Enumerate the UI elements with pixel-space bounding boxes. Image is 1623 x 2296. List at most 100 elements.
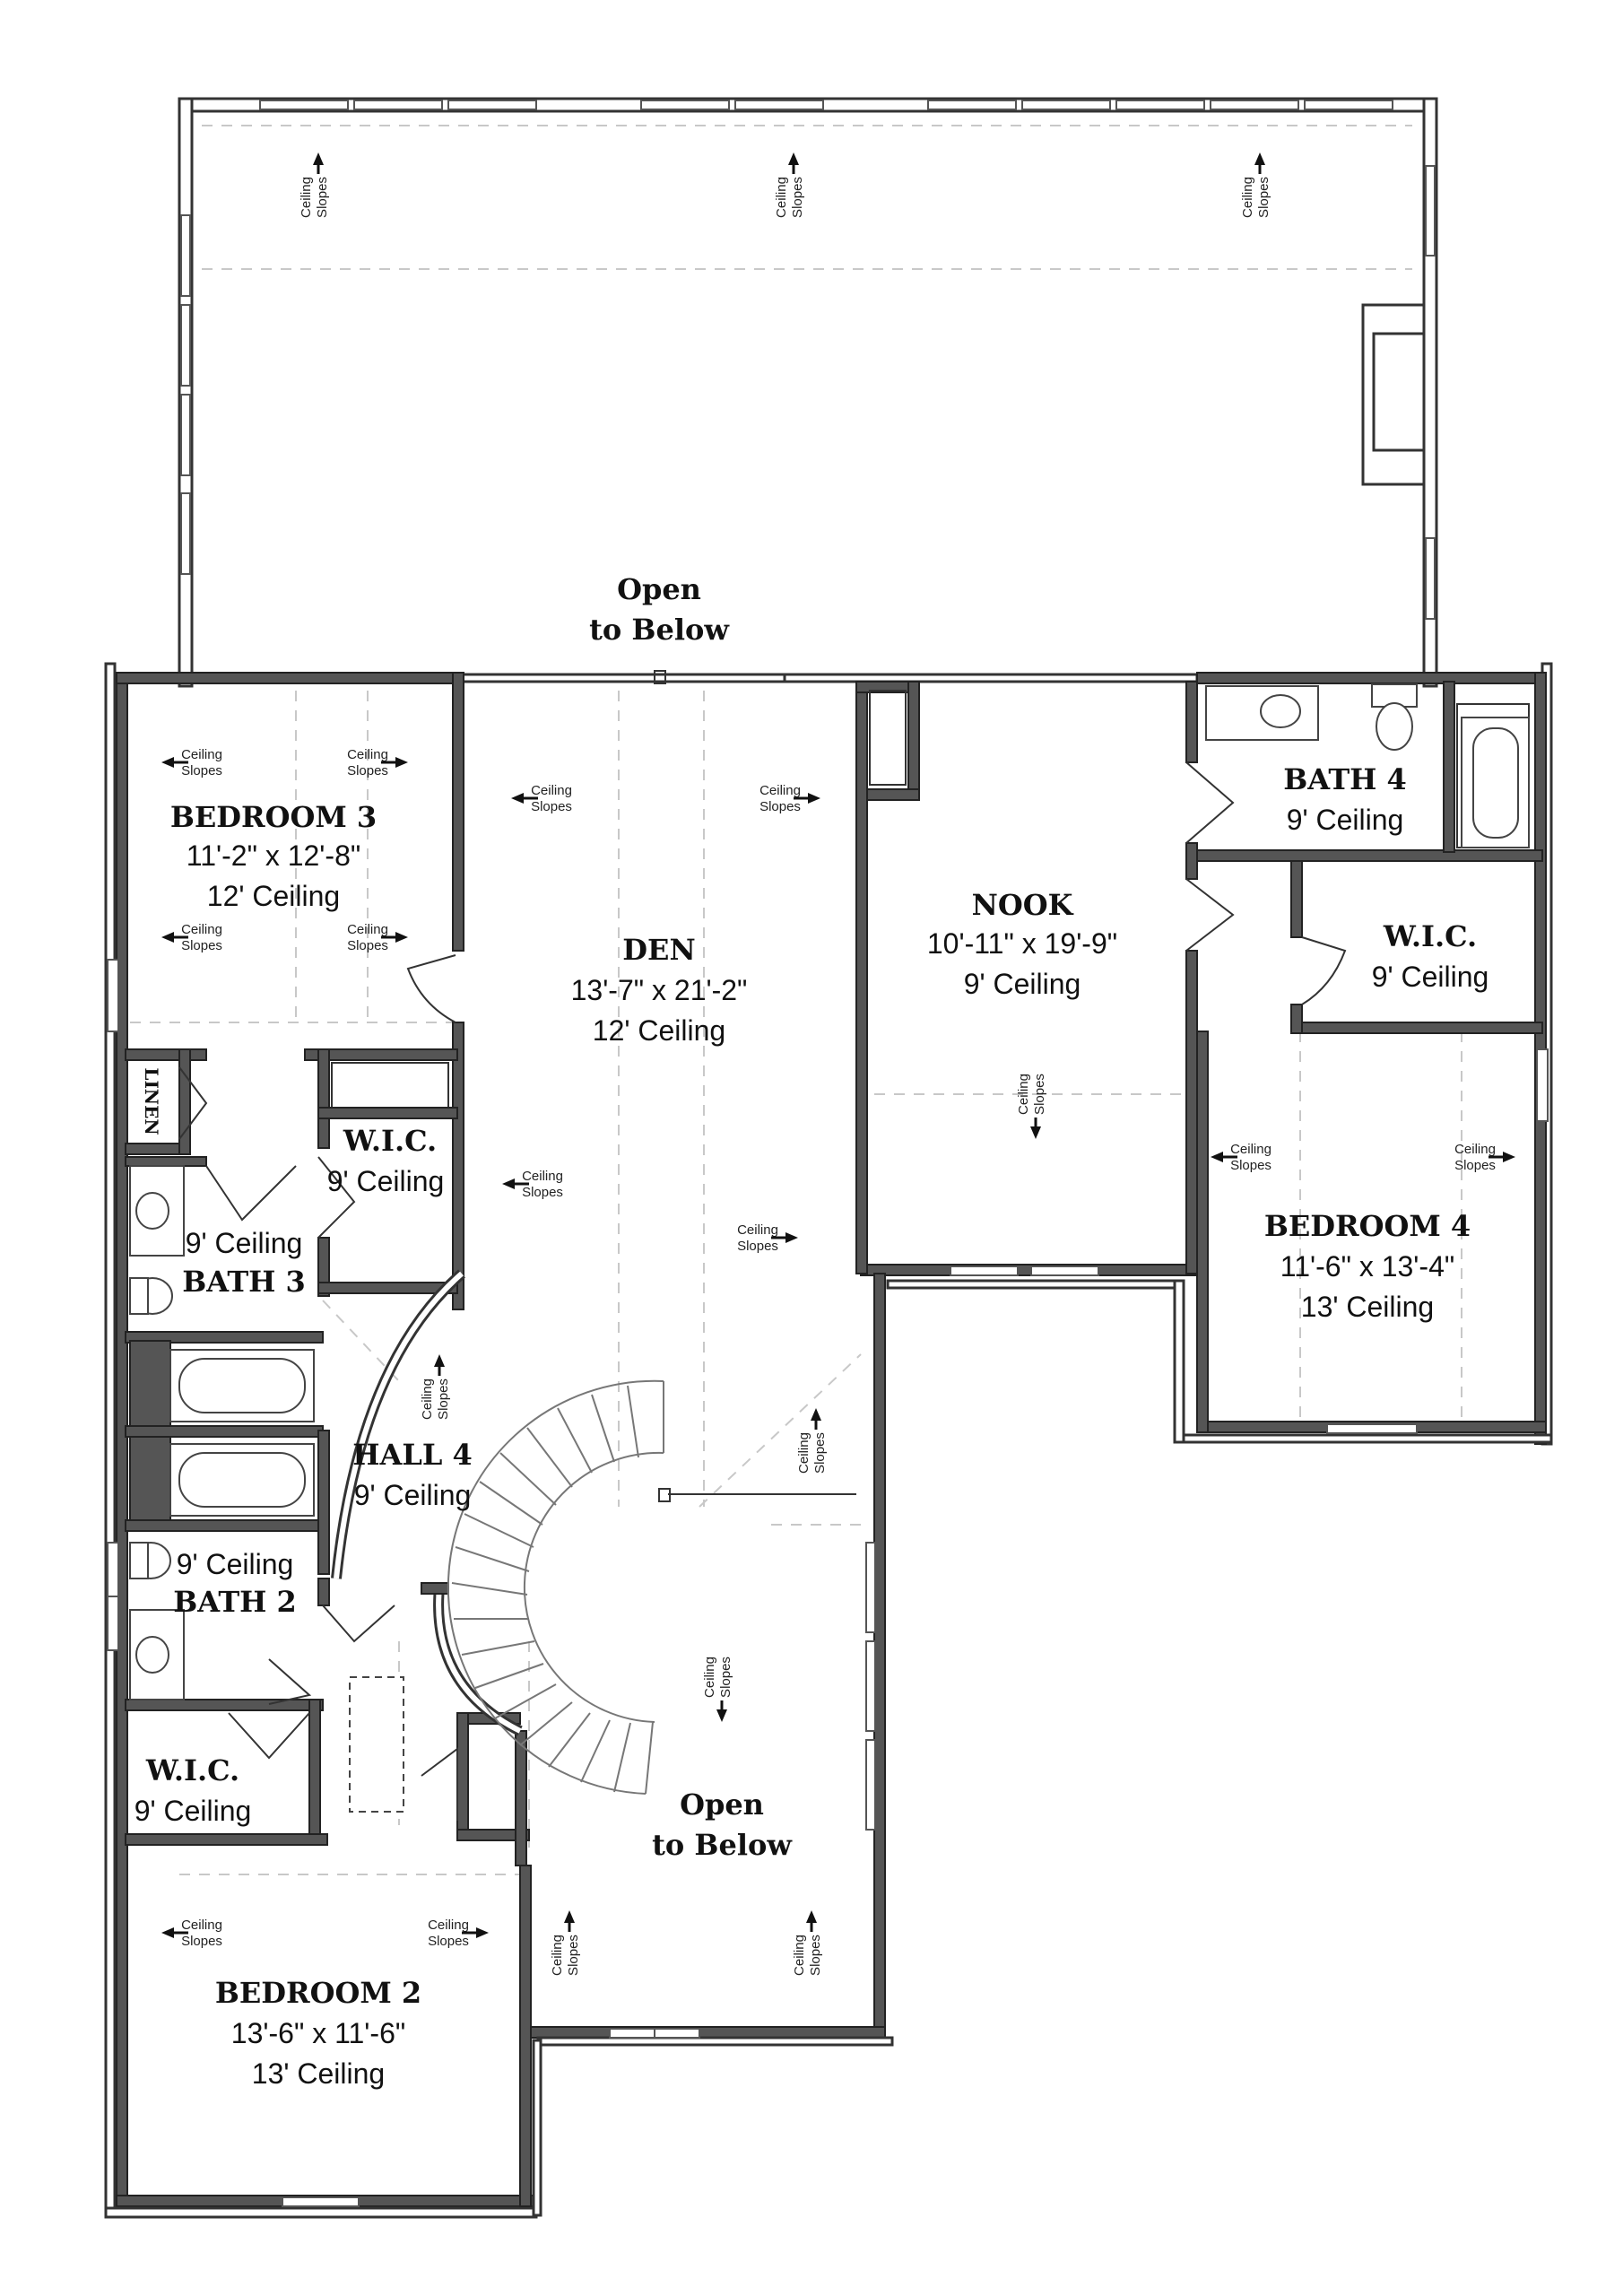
ceiling-slope-label: Slopes <box>1454 1158 1496 1173</box>
interior-walls <box>125 670 1543 1866</box>
slope-arrow-icon <box>788 152 799 174</box>
ceiling-slope-label: Ceiling <box>792 1935 807 1976</box>
ceiling-slope-label: Ceiling <box>181 747 222 762</box>
slope-arrow-icon <box>811 1408 821 1430</box>
den-ceiling: 12' Ceiling <box>593 1014 725 1047</box>
ceiling-slope-label: Slopes <box>790 177 805 218</box>
bedroom-4-title: BEDROOM 4 <box>1264 1209 1471 1243</box>
ceiling-slope-label: Slopes <box>181 763 222 778</box>
open-to-below-top-walls <box>178 97 1438 688</box>
ceiling-slope-label: Slopes <box>181 1934 222 1949</box>
slope-arrow-icon <box>381 757 408 768</box>
wic-left-ceiling: 9' Ceiling <box>135 1795 252 1827</box>
ceiling-slope-label: Ceiling <box>737 1222 778 1238</box>
ceiling-slope-label: Slopes <box>315 177 330 218</box>
bath-3-ceiling: 9' Ceiling <box>186 1227 303 1259</box>
ceiling-slope-label: Ceiling <box>1230 1142 1271 1157</box>
bath-2-title: BATH 2 <box>173 1585 297 1619</box>
ceiling-slope-label: Ceiling <box>181 1918 222 1933</box>
bedroom-3-ceiling: 12' Ceiling <box>207 880 340 912</box>
ceiling-slope-label: Slopes <box>759 799 801 814</box>
den-title: DEN <box>622 933 695 967</box>
ceiling-slope-label: Slopes <box>1256 177 1271 218</box>
hall-4-ceiling: 9' Ceiling <box>354 1479 472 1511</box>
slope-arrow-icon <box>381 932 408 943</box>
open-to-below-bottom-title: Open <box>680 1787 764 1822</box>
wic-right-title: W.I.C. <box>1383 919 1477 953</box>
ceiling-slope-label: Ceiling <box>550 1935 565 1976</box>
ceiling-slope-label: Slopes <box>347 938 388 953</box>
ceiling-slope-label: Ceiling <box>522 1169 563 1184</box>
slope-arrow-icon <box>462 1927 489 1938</box>
slope-arrow-icon <box>1030 1118 1041 1139</box>
ceiling-slope-label: Slopes <box>566 1935 581 1976</box>
bath-2-ceiling: 9' Ceiling <box>177 1548 294 1580</box>
ceiling-slope-label: Ceiling <box>428 1918 469 1933</box>
ceiling-slope-label: Slopes <box>1032 1074 1047 1115</box>
open-to-below-top-title: Open <box>617 572 701 606</box>
hall-4-title: HALL 4 <box>352 1438 472 1472</box>
ceiling-slope-label: Ceiling <box>531 783 572 798</box>
ceiling-slope-label: Slopes <box>812 1432 828 1474</box>
bedroom-2-dimensions: 13'-6" x 11'-6" <box>231 2017 405 2049</box>
exterior-walls <box>104 662 1553 2219</box>
open-to-below-bottom-subtitle: to Below <box>652 1828 793 1862</box>
ceiling-slope-label: Ceiling <box>1016 1074 1031 1115</box>
ceiling-slope-label: Slopes <box>737 1239 778 1254</box>
slope-arrow-icon <box>1254 152 1265 174</box>
bedroom-4-ceiling: 13' Ceiling <box>1301 1291 1434 1323</box>
nook-title: NOOK <box>972 888 1074 922</box>
ceiling-slope-label: Ceiling <box>774 177 789 218</box>
bedroom-3-title: BEDROOM 3 <box>170 800 377 834</box>
nook-dimensions: 10'-11" x 19'-9" <box>927 927 1117 960</box>
ceiling-slope-label: Slopes <box>436 1378 451 1420</box>
wic-right-ceiling: 9' Ceiling <box>1372 961 1489 993</box>
ceiling-slope-label: Ceiling <box>299 177 314 218</box>
bath-4-title: BATH 4 <box>1283 762 1407 796</box>
ceiling-slope-label: Ceiling <box>796 1432 812 1474</box>
ceiling-slope-label: Slopes <box>428 1934 469 1949</box>
slope-arrow-icon <box>1488 1152 1515 1162</box>
ceiling-slope-label: Ceiling <box>1240 177 1255 218</box>
ceiling-slope-label: Ceiling <box>181 922 222 937</box>
slope-arrow-icon <box>1211 1152 1237 1162</box>
linen-label: LINEN <box>141 1067 162 1135</box>
bath-fixtures <box>129 683 1530 1813</box>
ceiling-slope-label: Slopes <box>181 938 222 953</box>
slope-arrow-icon <box>502 1178 529 1189</box>
slope-arrow-icon <box>511 793 538 804</box>
dashed-guides <box>130 125 1462 1875</box>
ceiling-slope-label: Slopes <box>522 1185 563 1200</box>
ceiling-slope-label: Ceiling <box>347 747 388 762</box>
bedroom-4-dimensions: 11'-6" x 13'-4" <box>1280 1250 1454 1283</box>
nook-ceiling: 9' Ceiling <box>964 968 1081 1000</box>
bedroom-3-dimensions: 11'-2" x 12'-8" <box>187 839 360 872</box>
bath-3-title: BATH 3 <box>182 1265 306 1299</box>
spiral-staircase <box>447 1379 664 1795</box>
ceiling-slope-label: Slopes <box>1230 1158 1271 1173</box>
ceiling-slope-label: Slopes <box>531 799 572 814</box>
slope-arrow-icon <box>161 932 188 943</box>
slope-arrow-icon <box>161 1927 188 1938</box>
ceiling-slope-label: Ceiling <box>759 783 801 798</box>
ceiling-slope-label: Slopes <box>718 1657 733 1698</box>
slope-arrow-icon <box>161 757 188 768</box>
ceiling-slope-label: Slopes <box>347 763 388 778</box>
